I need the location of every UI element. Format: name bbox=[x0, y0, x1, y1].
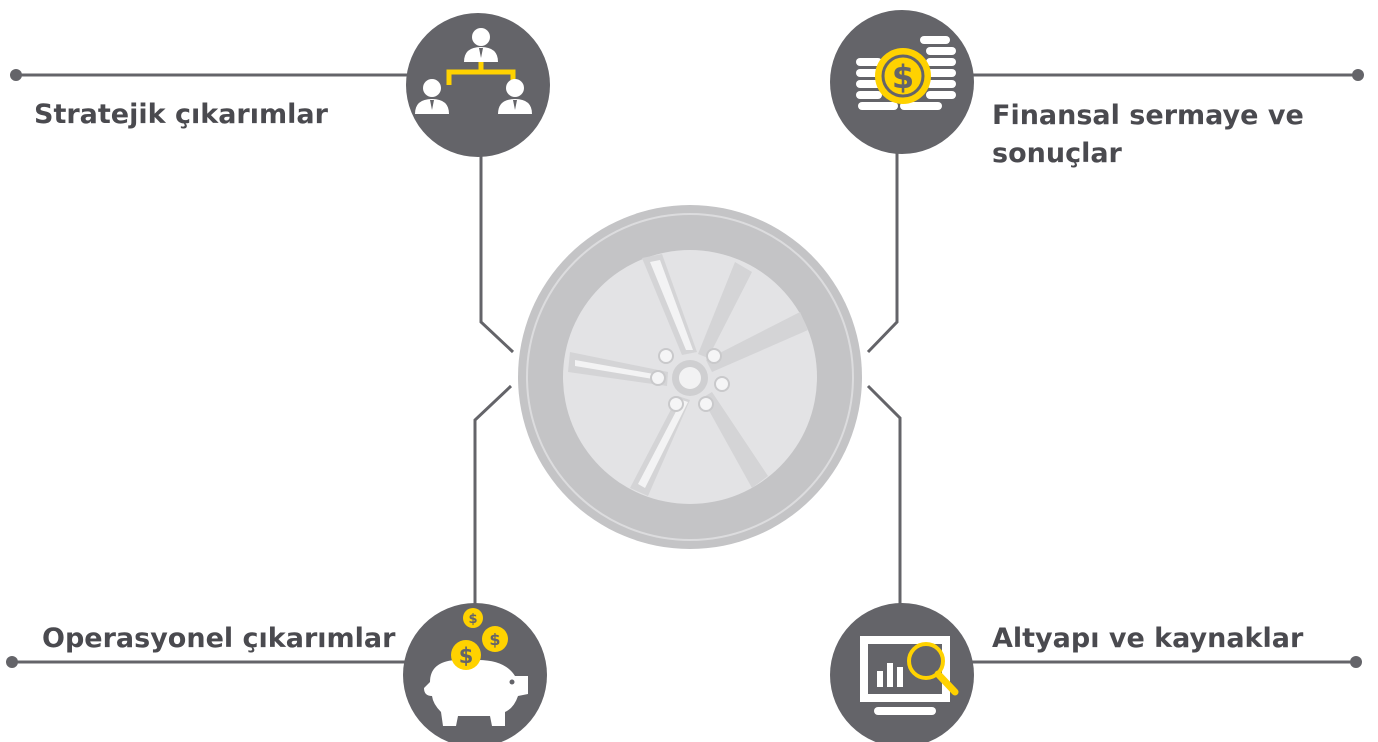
wheel-icon bbox=[518, 205, 862, 549]
connector-lines bbox=[12, 73, 1358, 664]
endpoint-bottom-right bbox=[1350, 656, 1362, 668]
node-infrastructure bbox=[830, 603, 974, 742]
monitor-analytics-icon bbox=[860, 636, 959, 715]
connector-bottom-left-to-wheel bbox=[473, 384, 513, 605]
label-financial: Finansal sermaye ve sonuçlar bbox=[992, 100, 1304, 169]
svg-text:$: $ bbox=[892, 58, 914, 96]
endpoint-top-left bbox=[10, 69, 22, 81]
label-operational: Operasyonel çıkarımlar bbox=[42, 623, 396, 654]
piggy-bank-icon: $ $ $ bbox=[424, 608, 528, 726]
svg-text:$: $ bbox=[468, 612, 477, 627]
endpoint-top-right bbox=[1352, 69, 1364, 81]
coins-dollar-icon: $ bbox=[856, 36, 956, 110]
svg-text:$: $ bbox=[459, 644, 474, 668]
node-operational: $ $ $ bbox=[403, 603, 547, 742]
label-strategic: Stratejik çıkarımlar bbox=[34, 99, 328, 130]
org-chart-icon bbox=[415, 28, 532, 114]
connector-endpoints bbox=[6, 69, 1364, 668]
label-infrastructure: Altyapı ve kaynaklar bbox=[992, 623, 1304, 654]
connector-top-right-to-wheel bbox=[866, 150, 899, 354]
node-strategic bbox=[406, 13, 550, 157]
connector-bottom-right-to-wheel bbox=[866, 384, 902, 605]
svg-text:$: $ bbox=[489, 630, 500, 649]
node-financial: $ bbox=[830, 10, 974, 154]
connector-top-left-to-wheel bbox=[479, 150, 515, 354]
endpoint-bottom-left bbox=[6, 656, 18, 668]
